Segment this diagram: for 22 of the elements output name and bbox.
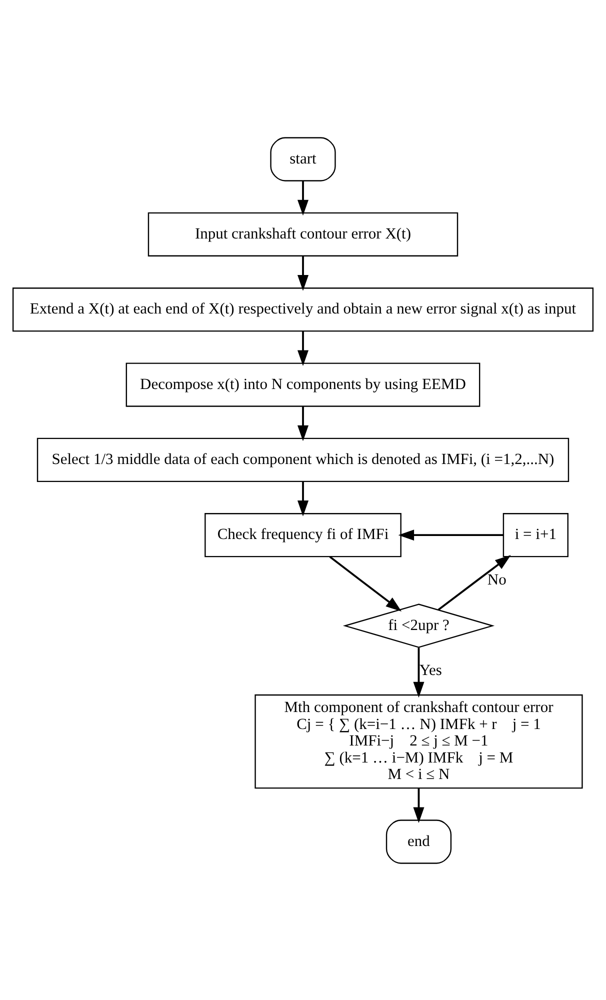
node-box: Extend a X(t) at each end of X(t) respectively and obtain a new error signal x(t) as input	[12, 287, 594, 332]
node-box: start	[270, 136, 336, 181]
node-box: Check frequency fi of IMFi	[204, 512, 402, 557]
edge-label: No	[487, 571, 506, 588]
arrow	[297, 406, 309, 441]
arrow	[438, 554, 511, 610]
arrow	[413, 647, 424, 698]
node-box: end	[386, 819, 452, 864]
node-box: i = i+1	[502, 512, 568, 557]
arrow	[297, 180, 309, 216]
node-diamond: fi <2upr ?	[342, 603, 495, 648]
arrow	[413, 788, 424, 822]
node-box: Decompose x(t) into N components by using EEMD	[126, 362, 480, 406]
edge-label: Yes	[419, 662, 442, 679]
arrow	[297, 256, 309, 290]
arrow	[329, 556, 402, 611]
node-box: Input crankshaft contour error X(t)	[148, 212, 458, 256]
node-box: Select 1/3 middle data of each component which is denoted as IMFi, (i =1,2,...N)	[36, 437, 570, 482]
node-box: Mth component of crankshaft contour error Cj = { ∑ (k=i−1 … N) IMFk + r j = 1 IMFi−j 2 ≤ j ≤ M −1 ∑ (k=1 … i−M) IMFk j = M M < i ≤ N	[254, 694, 583, 788]
arrow	[297, 330, 309, 366]
arrow	[297, 481, 309, 516]
arrow	[398, 529, 504, 540]
